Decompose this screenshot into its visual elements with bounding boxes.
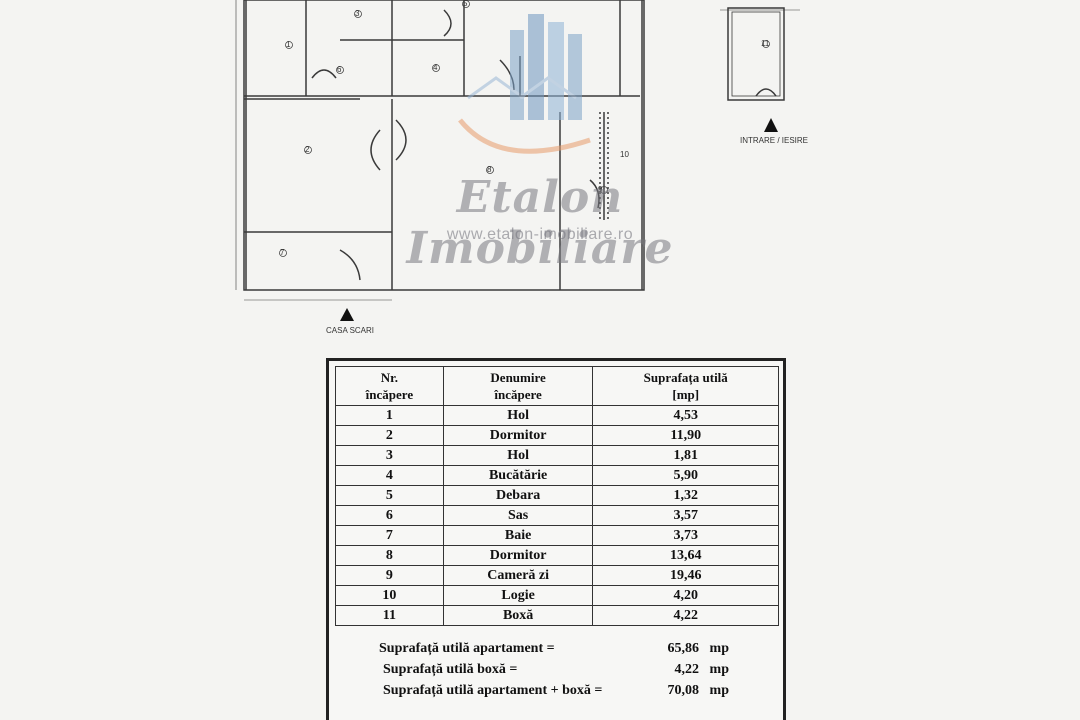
room-area-cell: 4,22 — [592, 605, 779, 626]
room-number: 5 — [463, 0, 468, 8]
room-area-table-frame: Nr. încăpere Denumire încăpere Suprafața… — [326, 358, 786, 720]
header-room-area: Suprafața utilă [mp] — [592, 366, 779, 406]
room-area-cell: 4,53 — [592, 405, 779, 426]
room-name-cell: Logie — [442, 585, 594, 606]
room-nr-cell: 4 — [335, 465, 444, 486]
room-number: 3 — [355, 9, 360, 18]
room-number: 7 — [280, 248, 285, 257]
room-number: 9 — [598, 185, 603, 194]
entrance-label-right: INTRARE / IESIRE — [740, 136, 809, 145]
room-name-cell: Dormitor — [442, 425, 594, 446]
room-name-cell: Dormitor — [442, 545, 594, 566]
total-apartment-unit: mp — [709, 641, 729, 656]
room-area-cell: 13,64 — [592, 545, 779, 566]
room-area-cell: 1,81 — [592, 445, 779, 466]
room-area-table: Nr. încăpere Denumire încăpere Suprafața… — [335, 366, 779, 626]
room-nr-cell: 5 — [335, 485, 444, 506]
apartment-outline — [243, 0, 645, 291]
header-room-name: Denumire încăpere — [442, 366, 594, 406]
room-area-cell: 5,90 — [592, 465, 779, 486]
storage-box-outline — [727, 7, 785, 101]
entrance-label-left: CASA SCARI — [326, 326, 375, 335]
room-name-cell: Hol — [442, 445, 594, 466]
total-apartment-value: 65,86 — [667, 641, 700, 656]
total-combined-unit: mp — [709, 683, 729, 698]
room-area-cell: 1,32 — [592, 485, 779, 506]
room-number: 8 — [487, 165, 492, 174]
room-nr-cell: 7 — [335, 525, 444, 546]
room-number: 10 — [620, 150, 629, 159]
room-area-cell: 3,73 — [592, 525, 779, 546]
room-number: 4 — [433, 63, 438, 72]
room-nr-cell: 9 — [335, 565, 444, 586]
room-name-cell: Sas — [442, 505, 594, 526]
room-name-cell: Debara — [442, 485, 594, 506]
room-area-cell: 3,57 — [592, 505, 779, 526]
watermark-url: www.etalon-imobiliare.ro — [446, 226, 634, 243]
room-name-cell: Cameră zi — [442, 565, 594, 586]
room-nr-cell: 6 — [335, 505, 444, 526]
watermark-brand: Etalon Imobiliare — [406, 172, 674, 274]
room-nr-cell: 8 — [335, 545, 444, 566]
room-nr-cell: 11 — [335, 605, 444, 626]
room-name-cell: Hol — [442, 405, 594, 426]
door-arc — [395, 119, 407, 161]
watermark-logo — [458, 14, 591, 154]
room-nr-cell: 3 — [335, 445, 444, 466]
room-nr-cell: 10 — [335, 585, 444, 606]
room-area-cell: 4,20 — [592, 585, 779, 606]
total-box-row: Suprafață utilă boxă = 4,22 mp — [379, 662, 759, 683]
total-apartment-row: Suprafață utilă apartament = 65,86 mp — [379, 641, 759, 662]
room-number: 6 — [337, 65, 342, 74]
header-room-number: Nr. încăpere — [335, 366, 444, 406]
room-name-cell: Boxă — [442, 605, 594, 626]
total-apartment-label: Suprafață utilă apartament = — [379, 641, 555, 656]
room-number: 1 — [286, 40, 291, 49]
total-box-value: 4,22 — [674, 662, 700, 677]
table-header-row: Nr. încăpere Denumire încăpere Suprafața… — [335, 366, 779, 406]
entrance-arrow-right — [764, 118, 778, 132]
total-combined-value: 70,08 — [667, 683, 700, 698]
room-number: 2 — [305, 145, 310, 154]
room-area-cell: 11,90 — [592, 425, 779, 446]
room-name-cell: Bucătărie — [442, 465, 594, 486]
room-number: 11 — [761, 39, 770, 48]
total-box-label: Suprafață utilă boxă = — [383, 662, 518, 677]
room-nr-cell: 1 — [335, 405, 444, 426]
total-box-unit: mp — [709, 662, 729, 677]
room-nr-cell: 2 — [335, 425, 444, 446]
entrance-arrow-left — [340, 308, 354, 321]
total-combined-row: Suprafață utilă apartament + boxă = 70,0… — [379, 683, 759, 704]
room-name-cell: Baie — [442, 525, 594, 546]
room-area-cell: 19,46 — [592, 565, 779, 586]
total-combined-label: Suprafață utilă apartament + boxă = — [383, 683, 603, 698]
area-totals: Suprafață utilă apartament = 65,86 mp Su… — [379, 641, 759, 704]
